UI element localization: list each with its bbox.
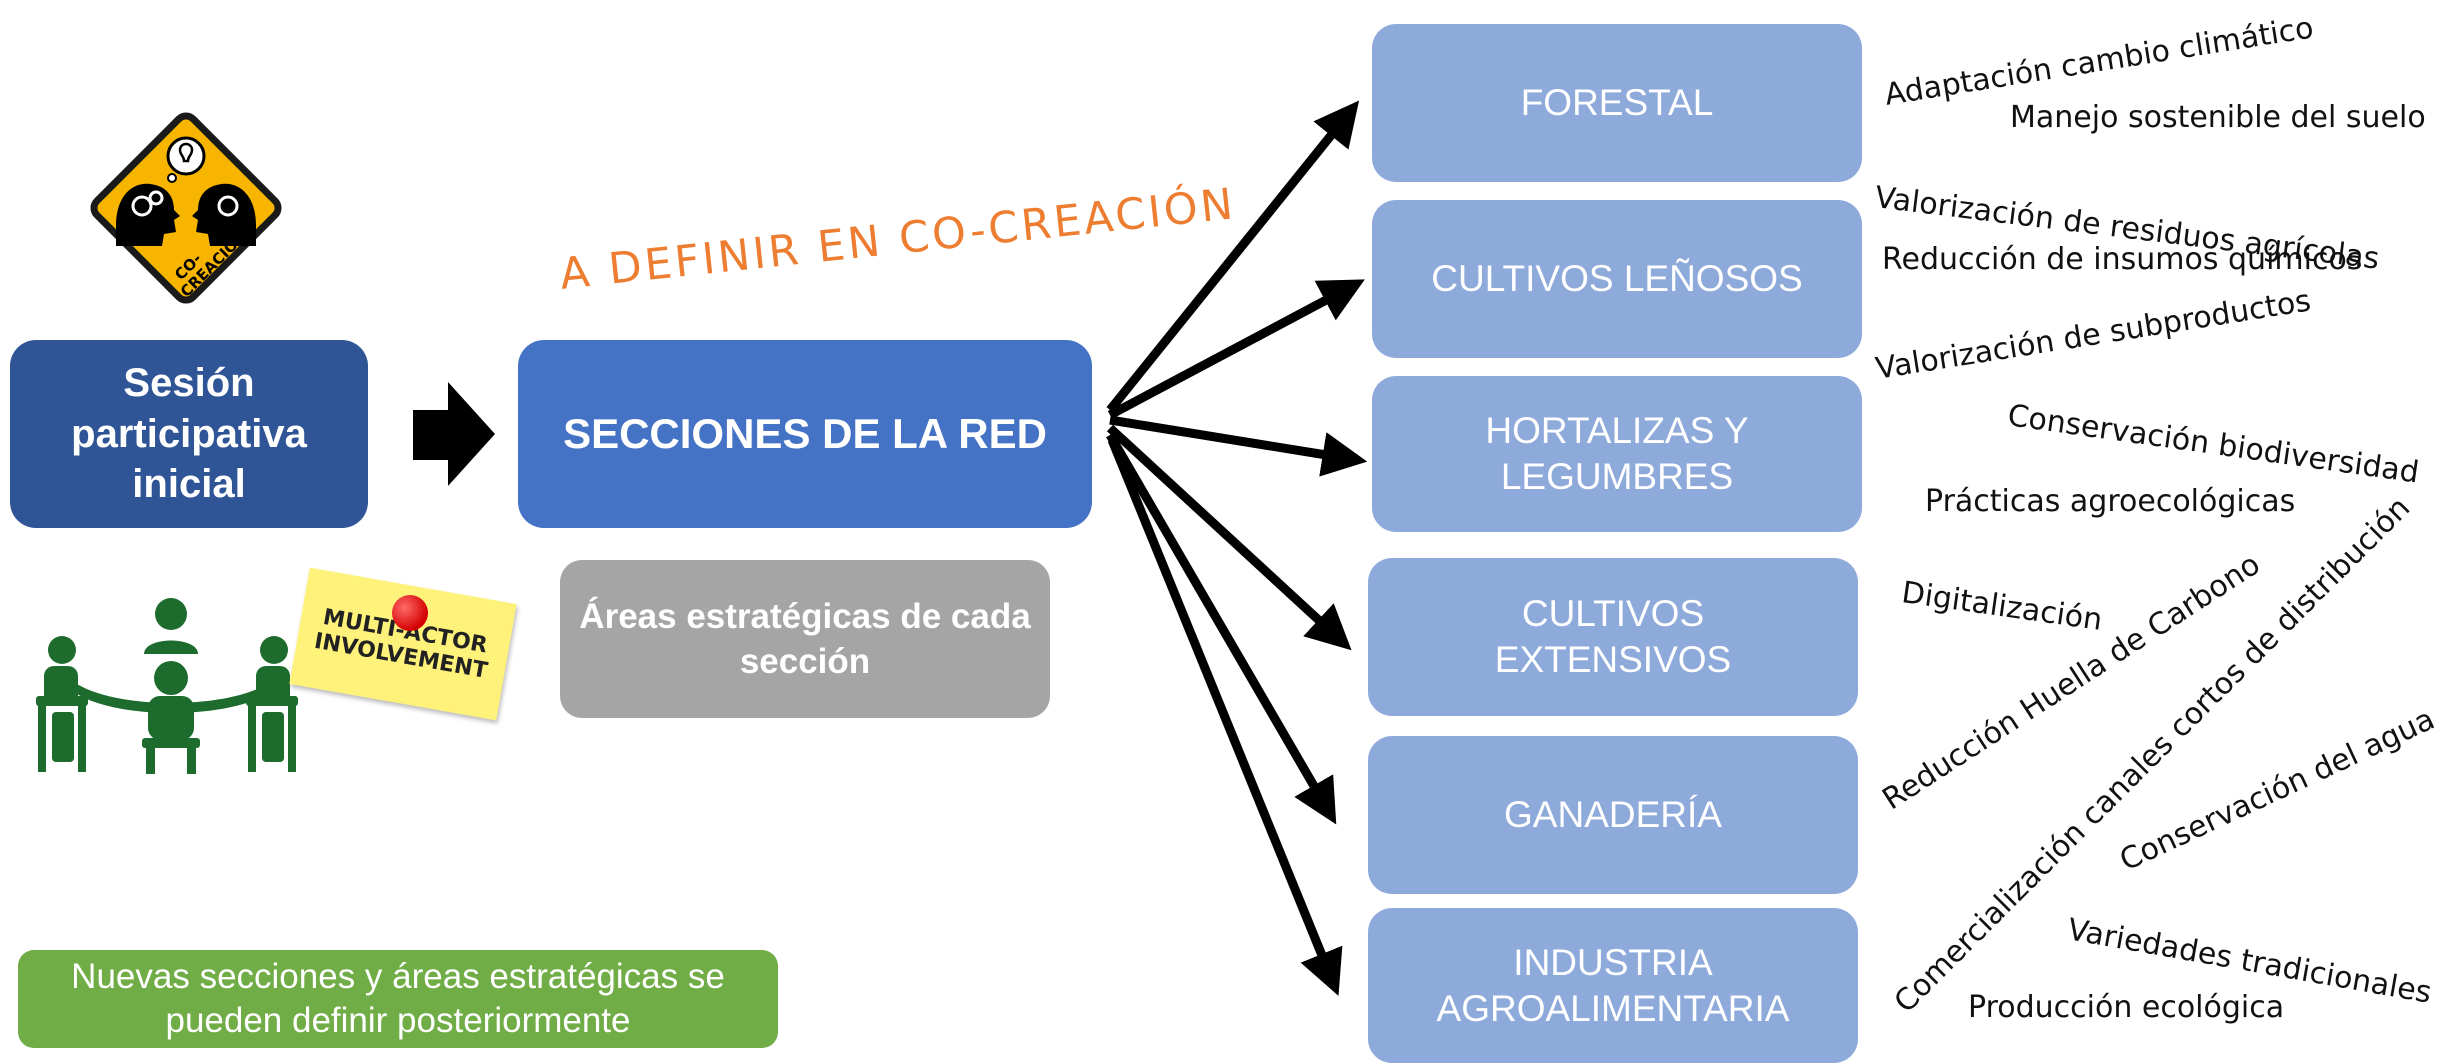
area-insumos: Reducción de insumos químicos — [1882, 242, 2363, 277]
area-agroecologicas: Prácticas agroecológicas — [1925, 484, 2296, 519]
section-cultivos-extensivos: CULTIVOS EXTENSIVOS — [1368, 558, 1858, 716]
arrow-to-ganaderia — [1106, 432, 1337, 825]
arrow-to-hortalizas — [1109, 415, 1368, 477]
people-meeting-icon — [36, 598, 298, 774]
arrow-to-cultivos-extensivos — [1106, 424, 1352, 651]
section-ganaderia: GANADERÍA — [1368, 736, 1858, 894]
area-ecologica: Producción ecológica — [1968, 990, 2285, 1025]
block-arrow-icon — [413, 382, 495, 486]
section-hortalizas: HORTALIZAS Y LEGUMBRES — [1372, 376, 1862, 532]
note-box: Nuevas secciones y áreas estratégicas se… — [18, 950, 778, 1048]
arrow-to-industria — [1107, 438, 1343, 996]
push-pin-icon — [392, 595, 428, 631]
start-box: Sesión participativa inicial — [10, 340, 368, 528]
arrow-to-cultivos-lenosos — [1107, 279, 1365, 419]
section-forestal: FORESTAL — [1372, 24, 1862, 182]
area-manejo-suelo: Manejo sostenible del suelo — [2010, 100, 2426, 135]
areas-box: Áreas estratégicas de cada sección — [560, 560, 1050, 718]
section-industria: INDUSTRIA AGROALIMENTARIA — [1368, 908, 1858, 1063]
section-cultivos-lenosos: CULTIVOS LEÑOSOS — [1372, 200, 1862, 358]
arrow-to-forestal — [1106, 100, 1360, 413]
center-box: SECCIONES DE LA RED — [518, 340, 1092, 528]
co-creation-sign-icon: CO-CREACIÓN — [90, 112, 282, 304]
